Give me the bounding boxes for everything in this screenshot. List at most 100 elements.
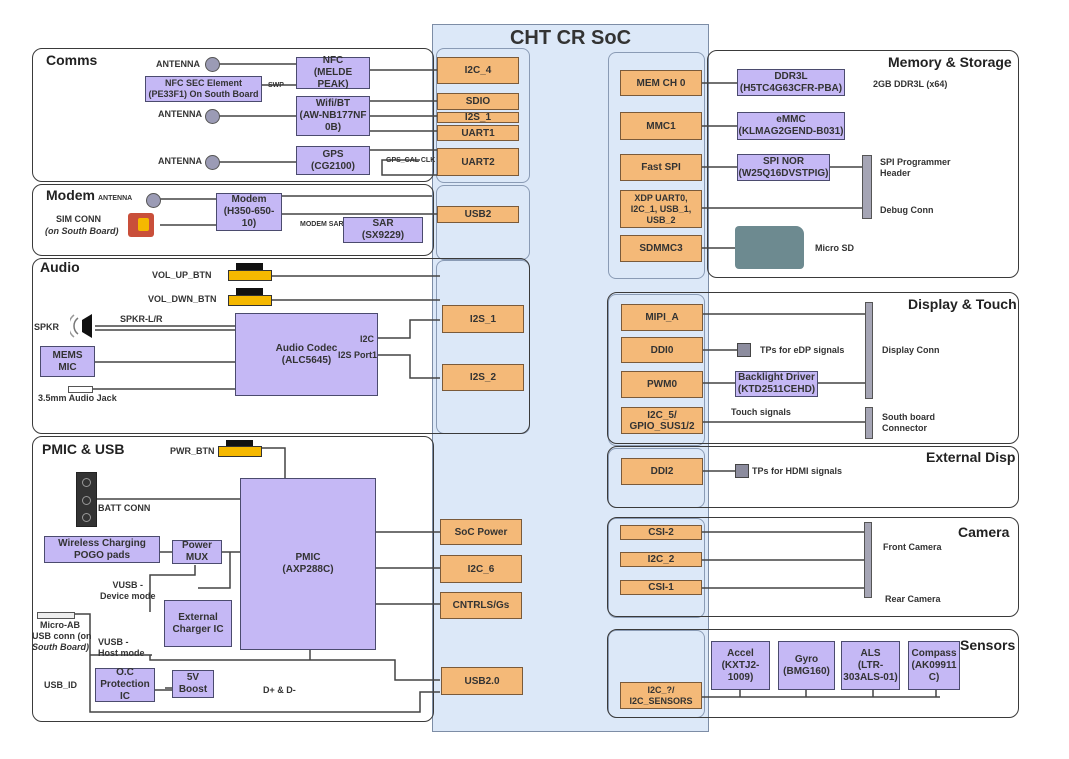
pin-ddi2: DDI2	[621, 458, 703, 485]
micro-sd-card-icon	[735, 226, 804, 269]
soc-subregion-memory	[608, 52, 705, 279]
label-codec-i2c: I2C	[360, 334, 375, 344]
test-point-icon	[737, 343, 751, 357]
label-touch-signals: Touch signals	[731, 407, 791, 417]
group-title-camera: Camera	[958, 524, 1010, 540]
chip-pmic: PMIC (AXP288C)	[240, 478, 376, 650]
chip-wifi-bt: Wifi/BT (AW-NB177NF 0B)	[296, 96, 370, 136]
pin-csi-1: CSI-1	[620, 580, 702, 595]
label-rear-camera: Rear Camera	[885, 594, 941, 604]
group-title-display: Display & Touch	[908, 296, 1017, 312]
pin-usb-otg: USB2.0	[441, 667, 523, 695]
label-spkr: SPKR	[34, 322, 60, 332]
label-d-plus-minus: D+ & D-	[263, 685, 296, 695]
chip-ambient-light-sensor: ALS (LTR- 303ALS-01)	[841, 641, 900, 690]
antenna-label-gps: ANTENNA	[158, 156, 202, 166]
pin-csi-2: CSI-2	[620, 525, 702, 540]
sim-card-icon	[128, 213, 154, 237]
pin-ddi0: DDI0	[621, 337, 703, 363]
chip-ddr3l: DDR3L (H5TC4G63CFR-PBA)	[737, 69, 845, 96]
pin-i2c-6: I2C_6	[440, 555, 522, 583]
label-batt-conn: BATT CONN	[98, 503, 151, 513]
audio-jack-icon	[68, 386, 93, 393]
pin-mipi-a: MIPI_A	[621, 304, 703, 331]
pin-i2c-camera: I2C_2	[620, 552, 702, 567]
group-sensors	[607, 629, 1019, 718]
pin-i2s-1: I2S_1	[442, 305, 524, 333]
label-vol-dwn-btn: VOL_DWN_BTN	[148, 294, 217, 304]
chip-gps: GPS (CG2100)	[296, 146, 370, 175]
label-pwr-btn: PWR_BTN	[170, 446, 215, 456]
chip-gyroscope: Gyro (BMG160)	[778, 641, 835, 690]
antenna-icon	[146, 193, 161, 208]
label-vusb-device: VUSB - Device mode	[100, 580, 156, 601]
pin-soc-power: SoC Power	[440, 519, 522, 545]
antenna-label-modem: ANTENNA	[98, 195, 133, 202]
battery-connector-icon	[76, 472, 97, 527]
chip-accelerometer: Accel (KXTJ2- 1009)	[711, 641, 770, 690]
chip-oc-protection: O.C Protection IC	[95, 667, 155, 702]
label-usb-id: USB_ID	[44, 680, 78, 690]
label-south-board-connector: South board Connector	[882, 412, 935, 433]
pin-sdio: SDIO	[437, 93, 519, 110]
label-modem-sar: MODEM SAR	[300, 221, 344, 228]
chip-mems-mic: MEMS MIC	[40, 346, 95, 377]
group-title-sensors: Sensors	[960, 637, 1016, 653]
soc-title: CHT CR SoC	[509, 27, 632, 49]
label-spkr-lr: SPKR-L/R	[120, 314, 163, 324]
label-i2s-port1: I2S Port1	[338, 350, 378, 360]
pin-xdp: XDP UART0, I2C_1, USB_1, USB_2	[620, 190, 702, 228]
label-micro-sd: Micro SD	[815, 243, 855, 253]
label-tps-hdmi: TPs for HDMI signals	[752, 466, 843, 476]
power-button-icon	[218, 440, 262, 462]
group-title-ext-disp: External Disp	[926, 449, 1016, 465]
group-title-modem: Modem	[46, 187, 95, 203]
pin-pwm: PWM0	[621, 371, 703, 398]
soc-subregion-display	[608, 294, 705, 446]
antenna-label-nfc: ANTENNA	[156, 59, 200, 69]
camera-connector-icon	[864, 522, 872, 598]
group-camera	[607, 517, 1019, 617]
soc-subregion-modem	[436, 185, 530, 260]
vol-down-button-icon	[228, 288, 272, 310]
soc-subregion-camera	[608, 518, 705, 618]
label-tps-edp: TPs for eDP signals	[760, 345, 845, 355]
label-debug-conn: Debug Conn	[880, 205, 934, 215]
south-board-connector-icon	[865, 407, 873, 439]
group-memory	[707, 50, 1019, 278]
group-title-comms: Comms	[46, 52, 98, 68]
label-vol-up-btn: VOL_UP_BTN	[152, 270, 212, 280]
label-sim-conn: SIM CONN	[56, 214, 101, 224]
pin-sdmmc3: SDMMC3	[620, 235, 702, 262]
pin-mem-ch0: MEM CH 0	[620, 70, 702, 96]
chip-external-charger: External Charger IC	[164, 600, 232, 647]
pin-cntrls-gs: CNTRLS/Gs	[440, 592, 522, 619]
antenna-icon	[205, 109, 220, 124]
chip-modem: Modem (H350-650-10)	[216, 193, 282, 231]
pin-mmc: MMC1	[620, 112, 702, 140]
antenna-label-wifi: ANTENNA	[158, 109, 202, 119]
group-pmic-usb	[32, 436, 434, 722]
chip-sar: SAR (SX9229)	[343, 217, 423, 243]
chip-nfc: NFC (MELDE PEAK)	[296, 55, 370, 90]
pin-fast-spi: Fast SPI	[620, 154, 702, 181]
group-title-audio: Audio	[40, 259, 80, 275]
pin-i2c5-gpio: I2C_5/ GPIO_SUS1/2	[621, 407, 703, 434]
speaker-icon	[67, 312, 96, 340]
group-title-memory: Memory & Storage	[888, 54, 1012, 70]
pin-i2c-sensors: I2C_?/ I2C_SENSORS	[620, 682, 702, 709]
chip-audio-codec: Audio Codec (ALC5645)	[235, 313, 378, 396]
group-modem	[32, 184, 434, 256]
label-spi-programmer-header: SPI Programmer Header	[880, 157, 951, 178]
header-connector-icon	[862, 155, 872, 219]
chip-compass: Compass (AK09911 C)	[908, 641, 960, 690]
label-front-camera: Front Camera	[883, 542, 942, 552]
group-title-pmic-usb: PMIC & USB	[42, 441, 125, 457]
label-gps-cal-clk: GPS_CAL CLK	[386, 157, 436, 164]
test-point-icon	[735, 464, 749, 478]
pin-i2s-2: I2S_2	[442, 364, 524, 391]
pin-i2s-1-comms: I2S_1	[437, 112, 519, 123]
label-vusb-host: VUSB - Host mode	[98, 637, 145, 658]
pin-uart1: UART1	[437, 125, 519, 141]
antenna-icon	[205, 57, 220, 72]
